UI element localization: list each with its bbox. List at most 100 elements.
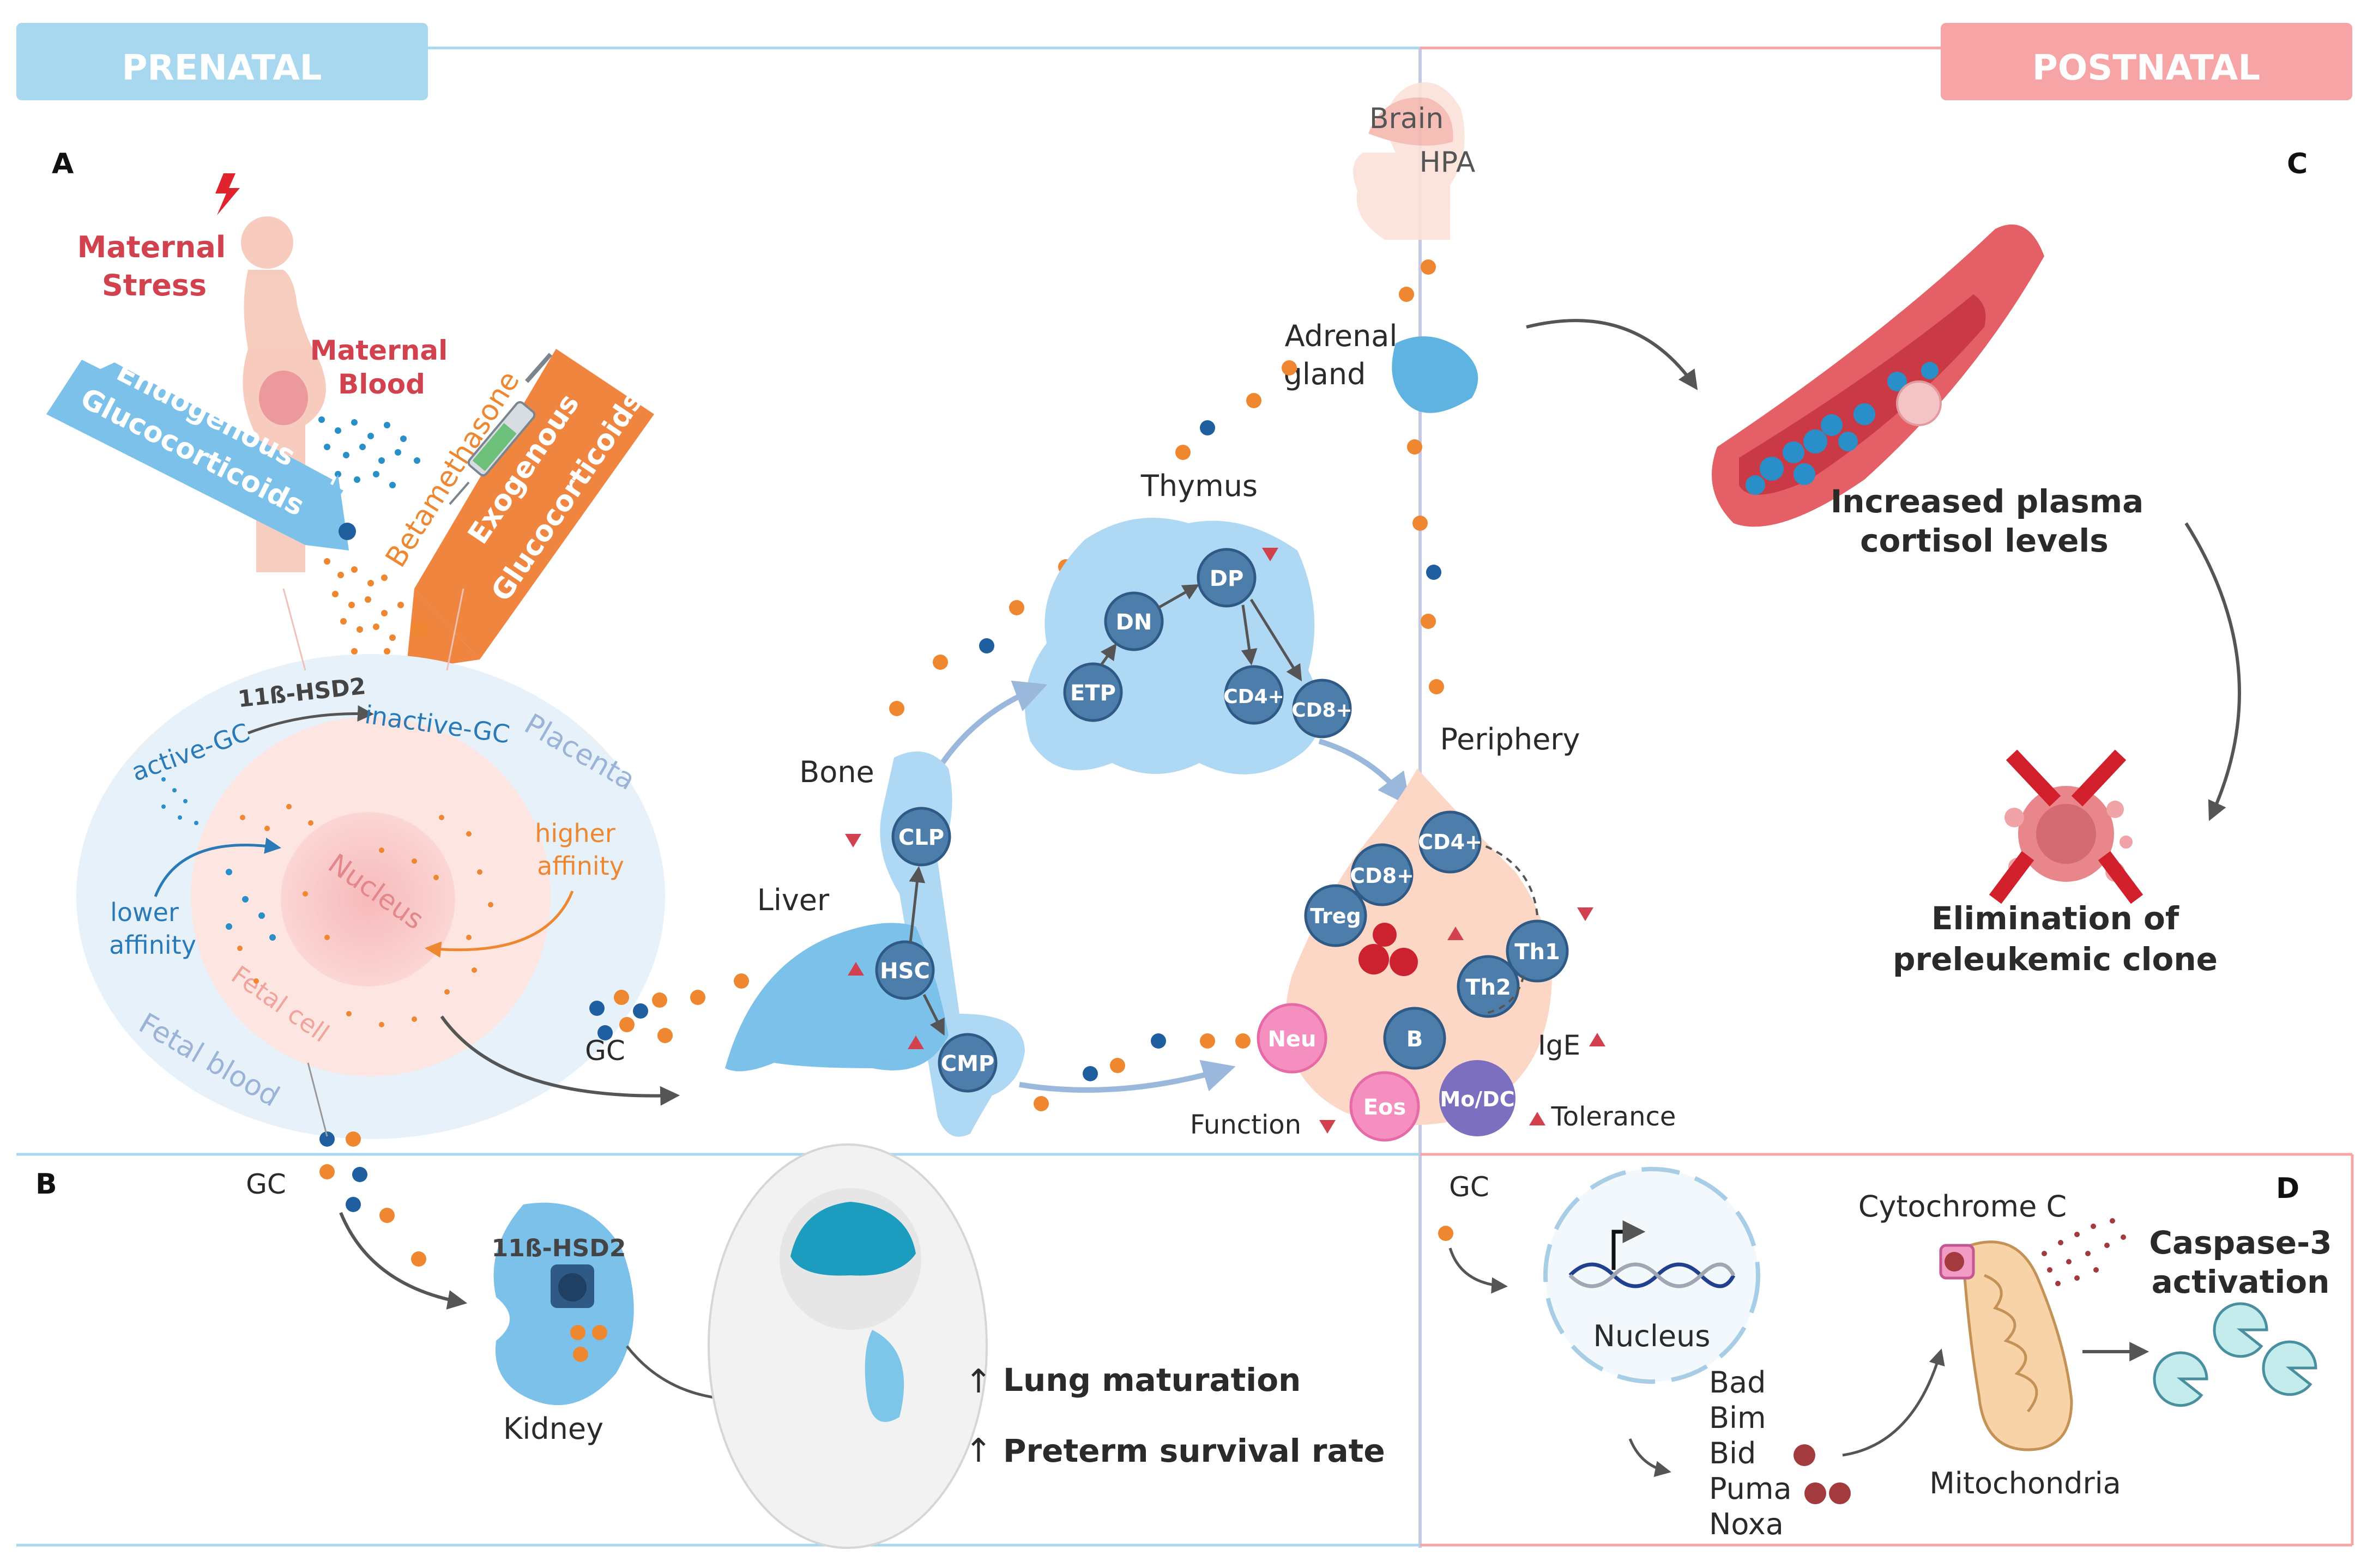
function-label: Function — [1190, 1110, 1301, 1140]
bcl2-protein-dots — [1794, 1444, 1851, 1504]
frame — [16, 46, 2354, 1548]
panel-b-label: B — [35, 1168, 57, 1201]
panel-a-label: A — [52, 148, 74, 180]
liver-to-periphery-arrow — [1019, 1060, 1236, 1093]
gene-bid: Bid — [1709, 1436, 1756, 1470]
adrenal-label-line1: Adrenal — [1285, 319, 1398, 353]
liver-periphery-gc-dots — [1034, 1033, 1251, 1111]
thymus-organ — [1025, 518, 1321, 774]
maternal-blood-line2: Blood — [338, 368, 425, 400]
adrenal-to-vessel-arrow — [1526, 319, 1698, 390]
brain-label: Brain — [1369, 102, 1444, 135]
prenatal-label: PRENATAL — [122, 48, 322, 88]
up-arrow-lung: ↑ — [965, 1363, 992, 1401]
th1-label: Th1 — [1514, 940, 1560, 965]
cortisol-line2: cortisol levels — [1860, 522, 2109, 559]
dn-cell-label: DN — [1116, 610, 1152, 635]
nucleus-to-genes-arrow — [1628, 1438, 1671, 1477]
dying-cell-icon — [1989, 749, 2143, 904]
higher-affinity-line2: affinity — [537, 851, 624, 881]
hpa-label: HPA — [1420, 146, 1476, 179]
panel-d-label: D — [2276, 1172, 2299, 1205]
bone-liver-cells — [845, 807, 998, 1093]
caspase-line2: activation — [2152, 1263, 2330, 1300]
nucleus-d-label: Nucleus — [1593, 1319, 1711, 1353]
periphery-label: Periphery — [1440, 722, 1580, 756]
kidney-icon — [493, 1202, 634, 1406]
cd8-thymus-label: CD8+ — [1291, 699, 1352, 722]
cytochrome-label: Cytochrome C — [1858, 1189, 2067, 1224]
preterm-survival-label: Preterm survival rate — [1003, 1432, 1385, 1469]
modc-label: Mo/DC — [1440, 1087, 1514, 1111]
hsd2-arrow — [247, 705, 374, 735]
bone-label: Bone — [799, 755, 874, 789]
maternal-stress-line2: Stress — [102, 268, 207, 302]
elimination-line2: preleukemic clone — [1893, 941, 2218, 978]
treg-label: Treg — [1310, 904, 1361, 928]
proteins-to-mitochondria-arrow — [1842, 1348, 1945, 1457]
syringe-icon — [449, 353, 553, 505]
fetal-to-liver-arrow — [440, 1015, 680, 1106]
kidney-label: Kidney — [503, 1412, 603, 1446]
elimination-line1: Elimination of — [1931, 900, 2179, 937]
hsd2-label-b: 11ß-HSD2 — [492, 1234, 626, 1262]
gene-puma: Puma — [1709, 1472, 1792, 1506]
adrenal-label-line2: gland — [1284, 357, 1366, 391]
blood-vessel-icon — [1712, 224, 2044, 527]
cd8-periphery-label: CD8+ — [1350, 864, 1414, 888]
lower-affinity-arrow — [154, 837, 281, 897]
cd4-thymus-label: CD4+ — [1223, 686, 1284, 708]
neu-label: Neu — [1267, 1027, 1316, 1052]
gc-to-nucleus-arrow — [1448, 1248, 1508, 1294]
lower-affinity-line2: affinity — [109, 930, 196, 960]
panel-c-label: C — [2287, 148, 2308, 180]
th2-label: Th2 — [1465, 975, 1511, 1000]
maternal-blood-line1: Maternal — [310, 335, 448, 366]
mitochondria-icon — [1939, 1240, 2073, 1451]
gene-noxa: Noxa — [1709, 1507, 1784, 1541]
cmp-cell-label: CMP — [941, 1051, 994, 1076]
liver-label: Liver — [757, 883, 830, 917]
caspase-icons — [2153, 1302, 2317, 1407]
postnatal-label: POSTNATAL — [2032, 48, 2260, 88]
fetal-cell-dots — [161, 777, 493, 1027]
higher-affinity-arrow — [425, 891, 574, 958]
thymus-label: Thymus — [1140, 469, 1258, 503]
gc-to-kidney-arrow — [339, 1212, 468, 1310]
dp-cell-label: DP — [1210, 566, 1244, 591]
mitochondria-label: Mitochondria — [1929, 1466, 2121, 1500]
lightning-icon — [215, 173, 240, 215]
gc-label-d: GC — [1449, 1171, 1489, 1203]
up-arrow-survival: ↑ — [965, 1432, 992, 1470]
gc-label-b: GC — [246, 1169, 286, 1200]
thymus-to-periphery-arrow — [1318, 738, 1411, 807]
exogenous-arrow — [406, 349, 654, 670]
fetus-icon — [708, 1143, 988, 1549]
lung-maturation-label: Lung maturation — [1003, 1361, 1301, 1399]
cortisol-line1: Increased plasma — [1831, 483, 2144, 520]
eos-label: Eos — [1363, 1095, 1406, 1120]
adrenal-gland-icon — [1392, 336, 1478, 413]
prenatal-header — [16, 23, 428, 100]
ige-label: IgE — [1538, 1030, 1580, 1061]
cytochrome-dots — [2042, 1218, 2126, 1286]
fetal-blood-vessel-line — [307, 1062, 328, 1137]
nucleus-d-icon — [1543, 1167, 1760, 1384]
exogenous-gc-dots — [324, 558, 428, 663]
etp-cell-label: ETP — [1070, 681, 1116, 706]
hsc-cell-label: HSC — [880, 959, 930, 984]
clp-cell-label: CLP — [898, 825, 944, 850]
periphery-organ — [1285, 768, 1552, 1125]
placenta-fetal-blood — [76, 588, 665, 1139]
maternal-blood-dots — [318, 416, 420, 488]
vessel-to-elimination-arrow — [2184, 522, 2241, 821]
postnatal-header — [1941, 23, 2352, 100]
gene-bad: Bad — [1709, 1365, 1766, 1400]
gc-blue-dot — [339, 523, 356, 540]
tolerance-label: Tolerance — [1551, 1101, 1676, 1132]
lower-affinity-line1: lower — [110, 898, 179, 927]
periphery-cells — [1257, 810, 1605, 1142]
maternal-stress-line1: Maternal — [77, 230, 226, 264]
higher-affinity-line1: higher — [535, 819, 615, 848]
